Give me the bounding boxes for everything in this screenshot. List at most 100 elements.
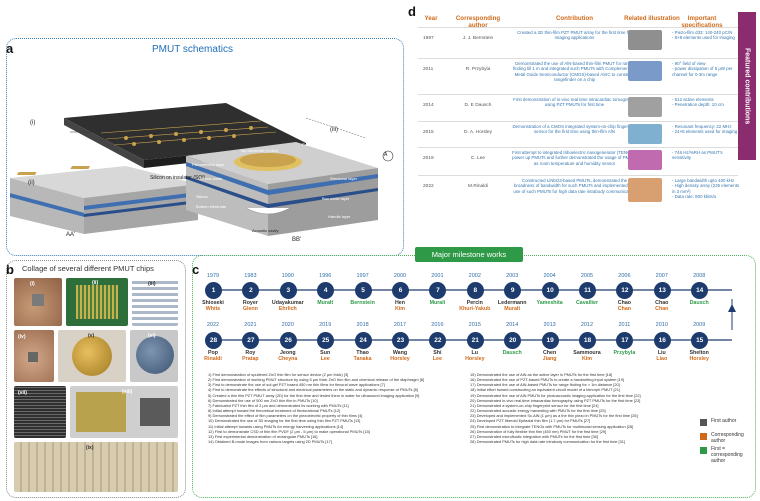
corresponding-author: Cheyna bbox=[278, 356, 298, 363]
reference-item: 13) First experimental demonstration of … bbox=[208, 433, 318, 439]
row-author: C. Lee bbox=[470, 156, 486, 161]
row-illustration bbox=[628, 97, 662, 117]
milestone-node: 2 bbox=[242, 282, 260, 299]
milestone-node: 5 bbox=[354, 282, 372, 299]
corresponding-author: Horsley bbox=[465, 356, 485, 363]
milestone-node: 3 bbox=[279, 282, 297, 299]
milestone-node: 15 bbox=[691, 332, 709, 349]
milestone-year: 1990 bbox=[281, 273, 294, 279]
row-illustration bbox=[628, 124, 662, 144]
row-contribution: First demonstration of in-vivo real time… bbox=[513, 97, 636, 108]
milestone-year: 2019 bbox=[319, 322, 332, 328]
reference-item: 19) Demonstrated the use of AlN PMUTs fo… bbox=[470, 392, 641, 398]
spec-line: - Resonant frequency: 22 MHz bbox=[672, 124, 732, 129]
reference-item: 7) Fabricated PZT thin film of 2 μm and … bbox=[208, 402, 349, 408]
milestone-node: 22 bbox=[429, 332, 447, 349]
legend-item: Corresponding author bbox=[700, 432, 754, 444]
milestone-year: 2013 bbox=[543, 322, 556, 328]
label-active-layer: Active layer bbox=[346, 152, 367, 157]
reference-item: 8) Initial attempt toward the theoretica… bbox=[208, 408, 341, 414]
legend-item: First = corresponding author bbox=[700, 446, 754, 464]
row-year: 2014 bbox=[423, 103, 434, 108]
first-author: Chen bbox=[542, 350, 557, 356]
row-author: J. J. Bernstein bbox=[462, 36, 494, 41]
legend-label: Corresponding author bbox=[711, 432, 744, 444]
first-author: Bernstein bbox=[350, 300, 375, 306]
chip-photo-vi: (vi) bbox=[130, 330, 178, 382]
chip-photo-iv: (iv) bbox=[14, 330, 54, 382]
label-bb: BB' bbox=[292, 237, 302, 243]
first-author: Royer bbox=[242, 300, 258, 306]
milestone-authors: Dausch bbox=[492, 350, 532, 356]
spec-line: - High density array (225 elements in 3 … bbox=[672, 183, 740, 194]
spec-line: - 24×8 elements used for imaging bbox=[672, 129, 738, 135]
milestone-node: 14 bbox=[691, 282, 709, 299]
first-author: Chao bbox=[617, 300, 632, 306]
spec-line: - 512 active elements bbox=[672, 97, 714, 102]
reference-item: 25) First demonstration to integrate TEN… bbox=[470, 423, 634, 429]
milestone-year: 1997 bbox=[356, 273, 369, 279]
panel-d-letter: d bbox=[408, 4, 416, 19]
chip-photo-i: (i) bbox=[14, 278, 62, 326]
row-illustration bbox=[628, 150, 662, 170]
milestone-node: 12 bbox=[616, 282, 634, 299]
milestone-year: 2017 bbox=[393, 322, 407, 328]
row-specs: - Large bandwidth upto 400 kHz- High den… bbox=[672, 178, 740, 200]
corresponding-author: Kim bbox=[581, 356, 592, 363]
first-author: Hen bbox=[394, 300, 405, 306]
table-row-divider bbox=[418, 94, 738, 95]
first-author: Roy bbox=[245, 350, 256, 356]
first-author: Cavallier bbox=[575, 300, 599, 306]
spec-line: - Penetration depth: 10 cm bbox=[672, 102, 724, 108]
row-author: D. A. Horsley bbox=[464, 130, 492, 135]
reference-item: 28) Demonstrated PMUTs for high data rat… bbox=[470, 439, 626, 445]
panel-a-letter: a bbox=[6, 41, 14, 56]
milestone-year: 2020 bbox=[281, 322, 294, 328]
legend-swatch bbox=[700, 446, 707, 454]
milestone-node: 21 bbox=[466, 332, 484, 349]
milestone-node: 20 bbox=[504, 332, 522, 349]
header-year: Year bbox=[424, 15, 438, 22]
label-soi: Silicon on insulator (SOI) bbox=[150, 175, 206, 181]
first-author: Murali bbox=[429, 300, 446, 306]
milestone-node: 17 bbox=[616, 332, 634, 349]
first-author: Jeong bbox=[279, 350, 296, 356]
milestone-authors: Muralt bbox=[305, 300, 345, 306]
corresponding-author: Horsley bbox=[689, 356, 709, 363]
milestone-authors: Przybyla bbox=[604, 350, 644, 356]
milestone-year: 1979 bbox=[206, 273, 220, 279]
first-author: Dausch bbox=[502, 350, 522, 356]
corresponding-author: Chan bbox=[655, 306, 669, 313]
first-author: Muralt bbox=[317, 300, 334, 306]
label-i: (i) bbox=[30, 120, 36, 126]
first-author: Wang bbox=[392, 350, 408, 356]
reference-item: 23) Developed and implemented Sc-AlN (1 … bbox=[470, 413, 638, 419]
milestone-year: 1983 bbox=[244, 273, 257, 279]
row-year: 2011 bbox=[423, 67, 434, 72]
reference-item: 1) First demonstration of sputtered ZnO … bbox=[208, 372, 349, 377]
legend-item: First author bbox=[700, 418, 754, 426]
milestone-authors: Dausch bbox=[679, 300, 719, 306]
label-bottom-electrode: Bottom electrode bbox=[196, 204, 227, 209]
corresponding-author: Muralt bbox=[504, 306, 521, 313]
milestone-year: 2000 bbox=[393, 273, 407, 279]
milestone-node: 10 bbox=[541, 282, 559, 299]
row-specs: - Resonant frequency: 22 MHz- 24×8 eleme… bbox=[672, 124, 740, 135]
reference-item: 3) First to demonstrate the use of sol-g… bbox=[208, 382, 385, 388]
row-specs: - Piezo-film d33: 140-240 pC/N- 8×8 elem… bbox=[672, 30, 740, 41]
corresponding-author: Tanaka bbox=[353, 356, 372, 363]
reference-item: 5) Created a thin film PZT PMUT array (2… bbox=[208, 392, 420, 398]
spec-line: - Large bandwidth upto 400 kHz bbox=[672, 178, 735, 183]
reference-item: 18) Initial effort toward constructing a… bbox=[470, 387, 620, 393]
milestone-year: 1996 bbox=[319, 273, 332, 279]
row-specs: - 90° field of view- power dissipation o… bbox=[672, 61, 740, 77]
corresponding-author: Chan bbox=[617, 306, 632, 313]
spec-line: - Data rate: 800 kbits/s bbox=[672, 194, 717, 200]
